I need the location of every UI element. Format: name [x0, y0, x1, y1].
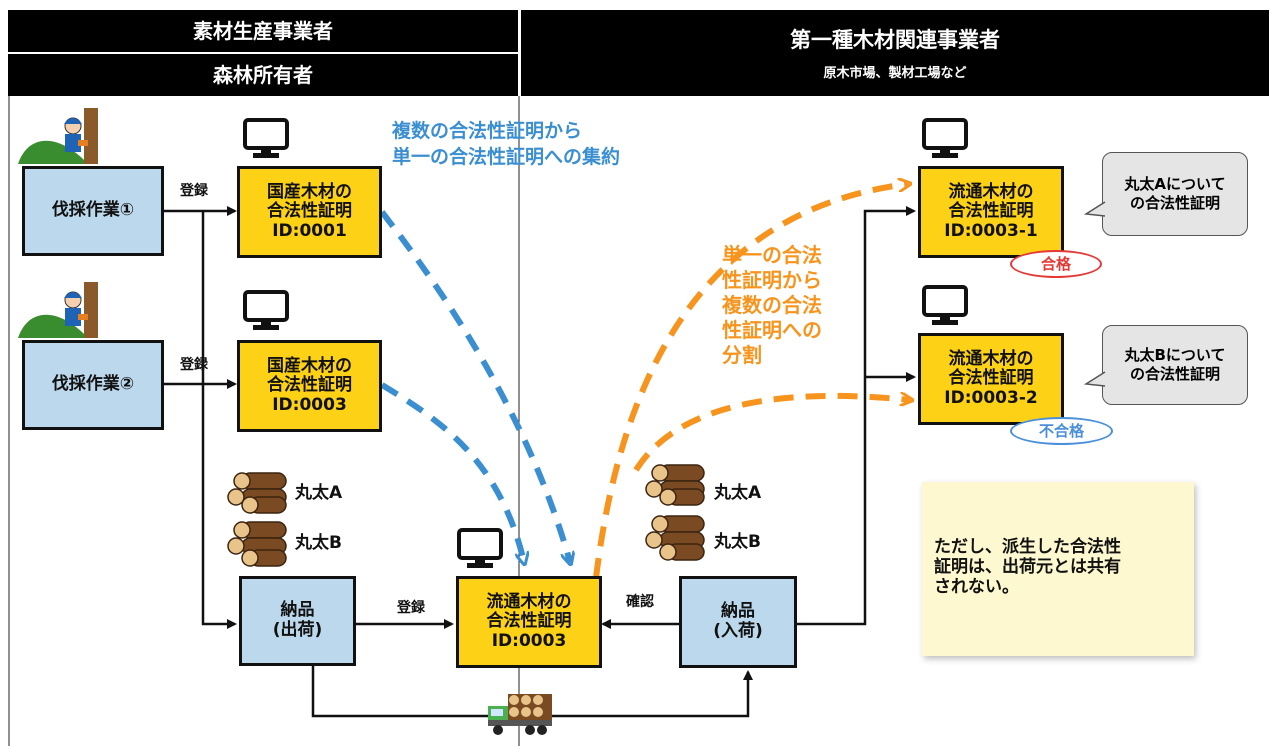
monitor-icon: [243, 290, 289, 330]
dist-cert-2-box: 流通木材の 合法性証明 ID:0003-2: [918, 333, 1064, 425]
log-pile-icon: [227, 521, 287, 567]
domestic-cert-1-box: 国産木材の 合法性証明 ID:0001: [237, 166, 382, 258]
note-line-1: ただし、派生した合法性: [934, 537, 1121, 557]
delivery-out-line1: 納品: [280, 600, 315, 621]
dist-cert-1-box: 流通木材の 合法性証明 ID:0003-1: [918, 166, 1064, 258]
note-text: ただし、派生した合法性 証明は、出荷元とは共有 されない。: [934, 537, 1121, 597]
dist-cert-center-id: ID:0003: [491, 630, 567, 651]
aggregate-line-1: 複数の合法性証明から: [392, 120, 583, 142]
register-label-2: 登録: [180, 357, 208, 373]
callout-pointer: [1084, 371, 1106, 387]
note-box: ただし、派生した合法性 証明は、出荷元とは共有 されない。: [922, 482, 1194, 656]
dist-cert-1-line2: 合法性証明: [948, 201, 1034, 222]
fail-badge: 不合格: [1010, 417, 1113, 445]
dist-cert-2-id: ID:0003-2: [944, 387, 1038, 408]
domestic-cert-2-line1: 国産木材の: [267, 355, 352, 376]
callout-pointer: [1084, 201, 1106, 217]
header-left-top: 素材生産事業者: [8, 10, 518, 52]
header-left-bottom: 森林所有者: [8, 54, 518, 96]
log-b-left-label: 丸太B: [295, 533, 342, 553]
log-pile-icon: [645, 515, 705, 561]
log-pile-icon: [227, 472, 287, 514]
header-right-subtitle: 原木市場、製材工場など: [823, 66, 967, 81]
split-arrow-2: [633, 396, 910, 472]
dist-cert-center-box: 流通木材の 合法性証明 ID:0003: [456, 576, 602, 668]
delivery-in-box: 納品 (入荷): [679, 576, 797, 668]
dist-cert-1-line1: 流通木材の: [948, 181, 1034, 202]
split-annotation: 単一の合法 性証明から 複数の合法 性証明への 分割: [722, 243, 822, 368]
callout-b-line1: 丸太Bについて: [1124, 345, 1226, 364]
monitor-icon: [243, 118, 289, 158]
dist-cert-center-line2: 合法性証明: [486, 611, 572, 632]
delivery-out-box: 納品 (出荷): [239, 576, 356, 666]
logging-1-label: 伐採作業①: [51, 200, 135, 221]
header-right: 第一種木材関連事業者 原木市場、製材工場など: [521, 10, 1269, 96]
domestic-cert-1-line2: 合法性証明: [267, 201, 352, 222]
note-line-2: 証明は、出荷元とは共有: [934, 557, 1121, 577]
forestry-worker-icon: [18, 108, 98, 164]
pass-badge: 合格: [1010, 250, 1102, 278]
callout-a-line1: 丸太Aについて: [1124, 174, 1226, 193]
confirm-label: 確認: [626, 594, 654, 610]
arrow-to-delivery-out: [201, 211, 237, 629]
aggregate-arrow-1: [379, 210, 570, 562]
callout-b-line2: の合法性証明: [1129, 365, 1220, 383]
split-line-4: 性証明への: [722, 318, 822, 342]
forestry-worker-icon: [18, 282, 98, 338]
note-line-3: されない。: [934, 577, 1019, 597]
header-right-title: 第一種木材関連事業者: [790, 28, 1000, 52]
delivery-in-line2: (入荷): [713, 621, 763, 641]
callout-a-line2: の合法性証明: [1129, 194, 1220, 212]
logging-2-box: 伐採作業②: [22, 340, 164, 430]
callout-log-a: 丸太Aについて の合法性証明: [1102, 152, 1248, 236]
domestic-cert-2-id: ID:0003: [272, 394, 347, 415]
dist-cert-center-line1: 流通木材の: [486, 591, 572, 612]
logging-2-label: 伐採作業②: [51, 374, 135, 395]
monitor-icon: [922, 118, 968, 158]
dist-cert-2-line1: 流通木材の: [948, 348, 1034, 369]
register-label-1: 登録: [180, 183, 208, 199]
split-line-2: 性証明から: [722, 268, 822, 292]
truck-icon: [488, 694, 552, 735]
aggregate-arrow-2: [380, 382, 524, 562]
aggregate-annotation: 複数の合法性証明から 単一の合法性証明への集約: [392, 118, 620, 170]
split-line-1: 単一の合法: [722, 243, 822, 267]
log-b-right-label: 丸太B: [714, 532, 761, 552]
log-a-right-label: 丸太A: [714, 483, 762, 503]
aggregate-line-2: 単一の合法性証明への集約: [392, 146, 621, 168]
log-a-left-label: 丸太A: [295, 483, 343, 503]
register-label-3: 登録: [397, 600, 425, 616]
callout-log-b: 丸太Bについて の合法性証明: [1102, 325, 1248, 405]
split-line-3: 複数の合法: [722, 293, 822, 317]
delivery-out-line2: (出荷): [272, 620, 323, 640]
domestic-cert-1-line1: 国産木材の: [267, 181, 352, 202]
split-line-5: 分割: [722, 343, 762, 367]
dist-cert-2-line2: 合法性証明: [948, 368, 1034, 389]
split-arrow-1: [593, 184, 908, 579]
logging-1-box: 伐採作業①: [22, 166, 164, 256]
delivery-in-line1: 納品: [721, 601, 755, 622]
arrow-to-dist-1: [797, 206, 916, 626]
domestic-cert-2-line2: 合法性証明: [267, 375, 352, 396]
log-pile-icon: [645, 464, 705, 506]
monitor-icon: [922, 285, 968, 325]
domestic-cert-1-id: ID:0001: [272, 220, 347, 241]
monitor-icon: [457, 528, 503, 568]
domestic-cert-2-box: 国産木材の 合法性証明 ID:0003: [237, 340, 382, 432]
dist-cert-1-id: ID:0003-1: [944, 220, 1038, 241]
